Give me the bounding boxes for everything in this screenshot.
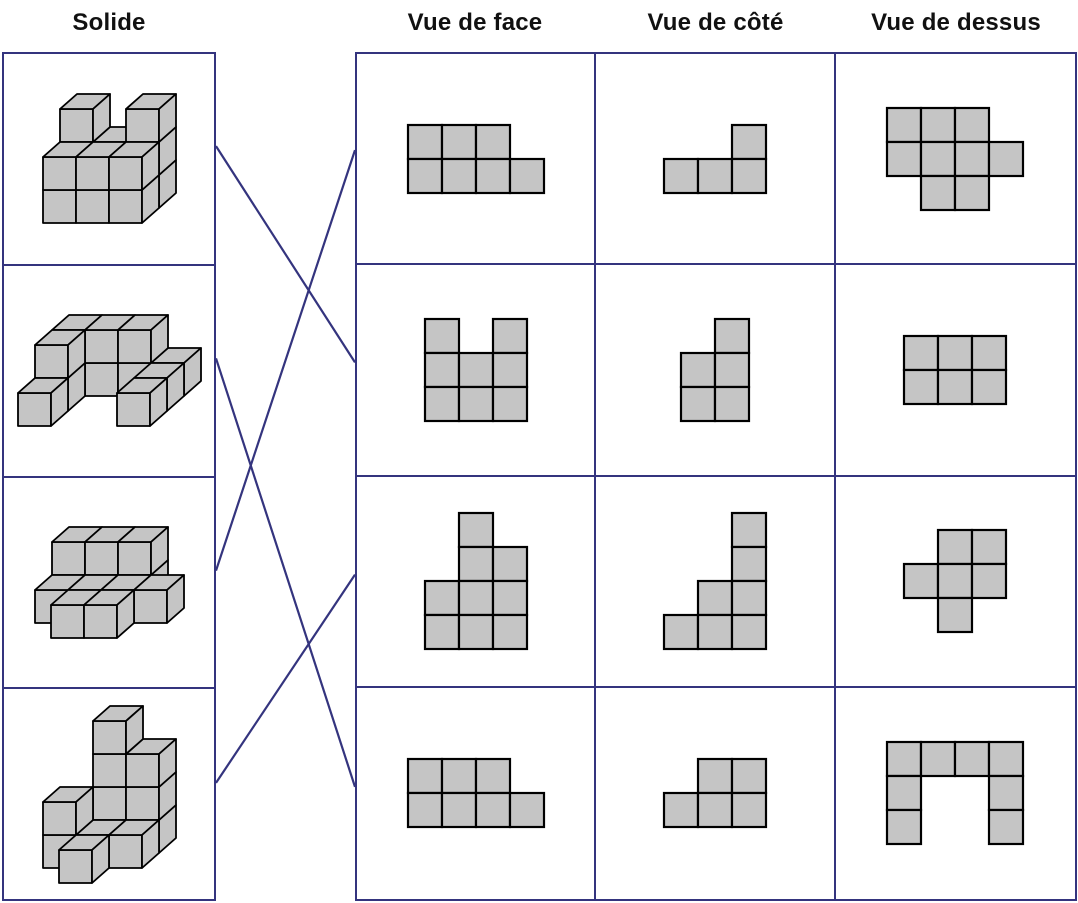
solid-figure-3 [33, 525, 185, 639]
header-vue-de-face: Vue de face [407, 9, 543, 36]
views-grid [355, 52, 1077, 901]
view-cell-row1-cote [596, 54, 836, 266]
view-figure-row4-face [406, 758, 545, 829]
view-cell-row4-cote [596, 687, 836, 899]
solid-cell-2 [4, 266, 214, 478]
view-cell-row1-dessus [835, 54, 1075, 266]
view-figure-row2-dessus [903, 334, 1008, 405]
solid-figure-4 [41, 704, 177, 884]
solid-figure-2 [16, 314, 202, 428]
view-figure-row2-cote [679, 317, 751, 422]
solids-column [2, 52, 216, 901]
view-figure-row4-cote [662, 758, 768, 829]
view-figure-row1-dessus [886, 106, 1025, 211]
view-cell-row2-dessus [835, 265, 1075, 477]
header-solide: Solide [72, 9, 146, 36]
view-figure-row3-face [423, 512, 528, 651]
header-vue-de-cote: Vue de côté [647, 9, 784, 36]
view-cell-row1-face [357, 54, 597, 266]
header-vue-de-dessus: Vue de dessus [871, 9, 1041, 36]
view-cell-row3-dessus [835, 477, 1075, 688]
view-figure-row3-cote [662, 512, 768, 651]
view-figure-row4-dessus [886, 741, 1025, 846]
view-figure-row3-dessus [903, 529, 1008, 634]
solid-figure-1 [41, 93, 177, 225]
view-cell-row4-dessus [836, 688, 1075, 899]
view-cell-row2-face [357, 265, 597, 477]
view-figure-row1-face [406, 123, 545, 194]
view-figure-row1-cote [662, 123, 768, 194]
view-figure-row2-face [423, 317, 528, 422]
view-cell-row2-cote [596, 265, 836, 477]
solid-cell-1 [4, 54, 214, 266]
view-cell-row3-cote [596, 476, 836, 688]
solid-cell-3 [4, 478, 214, 690]
view-cell-row4-face [357, 687, 597, 899]
solid-cell-4 [4, 689, 214, 899]
view-cell-row3-face [357, 476, 597, 688]
